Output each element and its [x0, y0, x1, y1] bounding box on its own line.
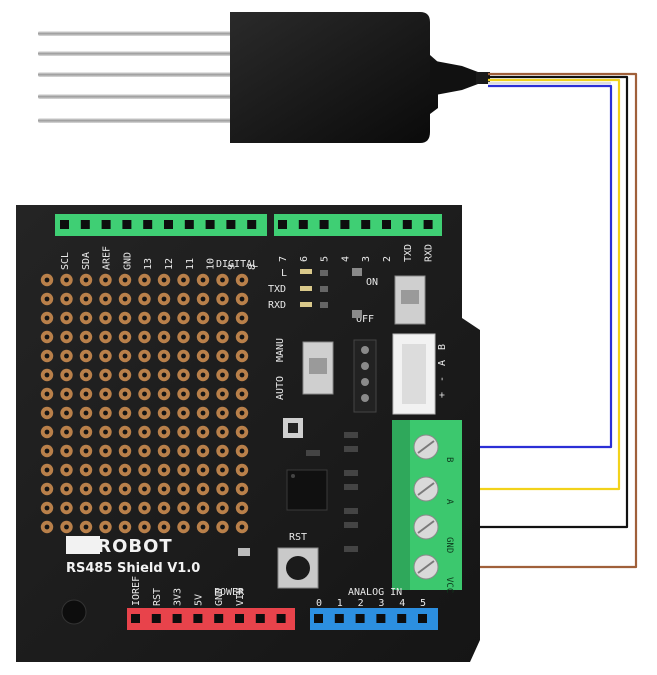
- connector-label-0: B: [437, 344, 448, 350]
- model-text: RS485 Shield V1.0: [66, 561, 200, 576]
- soil-sensor: [38, 12, 490, 143]
- digital-header-left: [55, 214, 267, 236]
- connector-label-3: +: [437, 392, 448, 398]
- on-off-switch[interactable]: [394, 275, 426, 325]
- wire-yellow: [428, 78, 621, 491]
- mounting-hole: [61, 599, 87, 625]
- digital-pin-label-5: 12: [164, 258, 175, 270]
- digital-pin-label-4: 13: [143, 258, 154, 270]
- led-label-rxd: RXD: [268, 300, 286, 311]
- power-pin-label-2: 3V3: [173, 588, 184, 606]
- digital-pin-label-r-1: 6: [299, 256, 310, 262]
- prototype-area: [40, 273, 249, 534]
- sensor-body: [230, 12, 438, 143]
- brand-text: DFROBOT: [68, 536, 173, 557]
- analog-pin-label-0: 0: [316, 598, 322, 609]
- sensor-wires: [428, 72, 638, 569]
- terminal-label-2: GND: [444, 537, 454, 553]
- power-pin-label-1: RST: [152, 588, 163, 606]
- digital-pin-label-r-7: RXD: [424, 244, 435, 262]
- jumper-pins: [353, 339, 377, 413]
- analog-pin-label-1: 1: [337, 598, 343, 609]
- digital-pin-label-9: 8: [247, 264, 258, 270]
- digital-label: DIGITAL: [216, 259, 258, 270]
- digital-pin-label-r-6: TXD: [403, 244, 414, 262]
- digital-header-right: [274, 214, 442, 236]
- jst-connector: [392, 333, 436, 415]
- digital-pin-label-r-4: 3: [361, 256, 372, 262]
- analog-pin-label-4: 4: [399, 598, 405, 609]
- reset-button[interactable]: [277, 547, 319, 589]
- connector-label-2: -: [437, 376, 448, 382]
- digital-pin-label-1: SDA: [81, 252, 92, 270]
- digital-pin-label-8: 9: [226, 264, 237, 270]
- terminal-label-3: VCC: [444, 577, 454, 593]
- analog-header: [310, 608, 438, 630]
- power-pin-label-5: VIN: [235, 588, 246, 606]
- terminal-label-0: B: [444, 457, 454, 462]
- analog-label: ANALOG IN: [348, 587, 402, 598]
- analog-pin-label-3: 3: [378, 598, 384, 609]
- wire-black: [428, 75, 629, 529]
- connector-label-1: A: [437, 360, 448, 366]
- terminal-label-1: A: [444, 499, 454, 505]
- led-label-l: L: [281, 268, 287, 279]
- digital-pin-label-6: 11: [185, 258, 196, 270]
- power-pin-label-3: 5V: [193, 594, 204, 606]
- analog-pin-label-5: 5: [420, 598, 426, 609]
- led-label-txd: TXD: [268, 284, 286, 295]
- cable-gland: [430, 60, 478, 96]
- digital-pin-label-0: SCL: [60, 252, 71, 270]
- wire-blue: [428, 84, 613, 449]
- mode-auto-label: AUTO: [275, 376, 286, 400]
- wire-brown: [428, 72, 638, 569]
- digital-pin-label-3: GND: [122, 252, 133, 270]
- digital-pin-label-2: AREF: [102, 246, 113, 270]
- digital-pin-label-7: 10: [206, 258, 217, 270]
- digital-pin-label-r-3: 4: [340, 256, 351, 262]
- digital-pin-label-r-2: 5: [320, 256, 331, 262]
- switch-off-label: OFF: [356, 314, 374, 325]
- analog-pin-label-2: 2: [358, 598, 364, 609]
- power-header: [127, 608, 295, 630]
- switch-on-label: ON: [366, 277, 378, 288]
- mode-manu-label: MANU: [275, 338, 286, 362]
- digital-pin-label-r-0: 7: [278, 256, 289, 262]
- digital-pin-label-r-5: 2: [382, 256, 393, 262]
- auto-manu-switch[interactable]: [302, 341, 334, 395]
- sensor-probes: [38, 31, 233, 123]
- power-label: POWER: [214, 587, 245, 598]
- dfrobot-logo: DFROBOT: [66, 536, 173, 557]
- power-pin-label-4: GND: [214, 588, 225, 606]
- rst-button-label: RST: [289, 532, 307, 543]
- screw-terminal[interactable]: [392, 420, 462, 590]
- power-pin-label-0: IOREF: [131, 576, 142, 606]
